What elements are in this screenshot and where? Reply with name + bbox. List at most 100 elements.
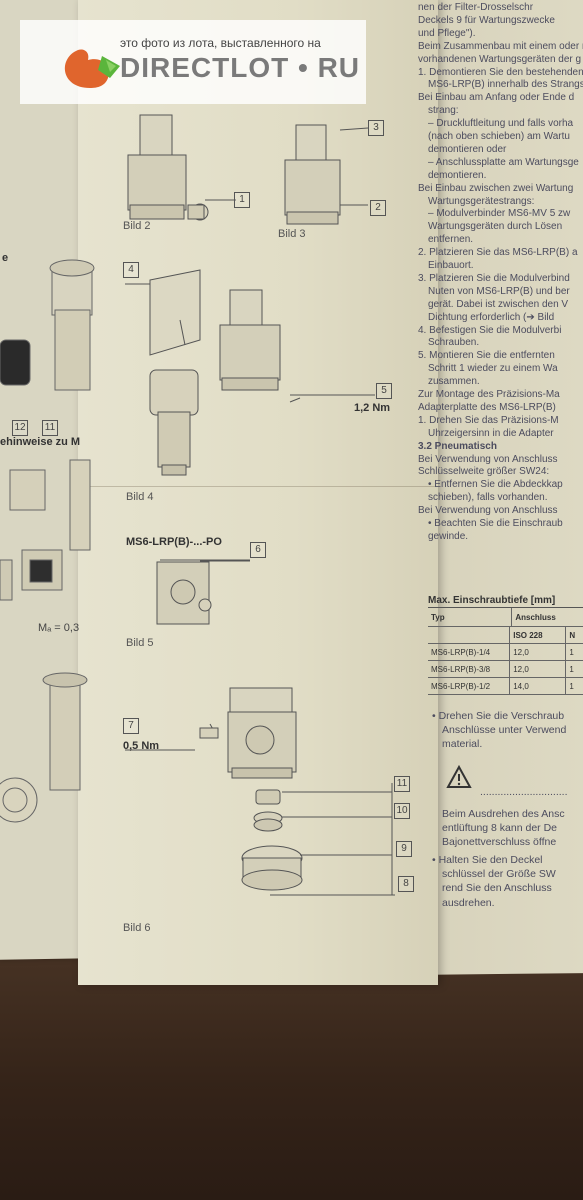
text-line: demontieren.: [428, 169, 487, 181]
callout-1: 1: [234, 192, 250, 208]
text-line: zusammen.: [428, 376, 480, 388]
text-line: Schrauben.: [428, 337, 480, 349]
text-line: 5. Montieren Sie die entfernten: [418, 350, 555, 362]
text-line: Wartungsgeräten durch Lösen: [428, 221, 563, 233]
table-cell-iso: 12,0: [510, 644, 567, 660]
callout-6: 6: [250, 542, 266, 558]
table-header-row: Typ Anschluss: [428, 608, 583, 627]
text-line: Uhrzeigersinn in die Adapter: [428, 427, 554, 439]
left-torque: Mₐ = 0,3: [38, 622, 80, 634]
paper-fold-line: [78, 486, 438, 487]
text-line: 3. Platzieren Sie die Modulverbind: [418, 272, 570, 284]
table-cell-n: 1: [569, 647, 574, 657]
table-title: Max. Einschraubtiefe [mm]: [428, 595, 583, 608]
callout-2: 2: [370, 200, 386, 216]
text-line: Deckels 9 für Wartungszwecke: [418, 14, 555, 26]
torque-label-1: 1,2 Nm: [354, 402, 391, 414]
callout-5: 5: [376, 383, 392, 399]
text-line: Dichtung erforderlich (➔ Bild: [428, 311, 555, 323]
text-line: entlüftung 8 kann der De: [442, 822, 557, 834]
text-line: • Drehen Sie die Verschraub: [432, 710, 565, 722]
table-cell-typ: MS6-LRP(B)-1/2: [428, 678, 511, 694]
table-subheader-row: ISO 228 N: [428, 627, 583, 644]
table-cell-typ: MS6-LRP(B)-1/4: [428, 644, 511, 660]
text-line: Bei Einbau am Anfang oder Ende d: [418, 92, 575, 104]
table-cell-n: 1: [569, 681, 574, 691]
text-line: 2. Platzieren Sie das MS6-LRP(B) a: [418, 247, 578, 259]
text-line: – Druckluftleitung und falls vorha: [428, 118, 574, 130]
callout-11: 11: [394, 776, 410, 792]
table-row: MS6-LRP(B)-3/8 12,0 1: [428, 661, 583, 678]
table-row: MS6-LRP(B)-1/2 14,0 1: [428, 678, 583, 695]
figure-caption-bild5: Bild 5: [126, 637, 154, 649]
text-line: • Entfernen Sie die Abdeckkap: [428, 479, 563, 491]
text-line: rend Sie den Anschluss: [442, 882, 552, 894]
text-line: Bei Verwendung von Anschluss: [418, 453, 558, 465]
callout-9: 9: [396, 841, 412, 857]
text-line: – Anschlussplatte am Wartungsge: [428, 156, 579, 168]
text-line: – Modulverbinder MS6-MV 5 zw: [428, 208, 571, 220]
text-line: Einbauort.: [428, 260, 474, 271]
text-line: ..............................: [480, 786, 568, 798]
warning-triangle-icon: [446, 764, 472, 788]
figure-caption-bild4: Bild 4: [126, 491, 154, 503]
text-line: 1. Demontieren Sie den bestehenden: [418, 66, 583, 78]
text-line: Bei Einbau zwischen zwei Wartung: [418, 182, 574, 194]
table-subheader-empty: [428, 627, 511, 643]
text-line: 4. Befestigen Sie die Modulverbi: [418, 324, 562, 336]
text-line: vorhandenen Wartungsgeräten der g: [418, 53, 582, 65]
table-header-typ: Typ: [428, 608, 513, 626]
watermark-subtitle: это фото из лота, выставленного на: [120, 36, 321, 50]
callout-8: 8: [398, 876, 414, 892]
text-line: • Beachten Sie die Einschraub: [428, 518, 563, 529]
text-line: schieben), falls vorhanden.: [428, 492, 548, 504]
text-line: MS6-LRP(B) innerhalb des Strangs: [428, 79, 583, 91]
text-line: material.: [442, 738, 483, 750]
text-line: gewinde.: [428, 530, 469, 542]
text-line: gerät. Dabei ist zwischen den V: [428, 298, 569, 310]
callout-11-left: 11: [42, 420, 58, 436]
callout-3: 3: [368, 120, 384, 136]
table-subheader-n: N: [569, 630, 576, 640]
text-line: Beim Ausdrehen des Ansc: [442, 808, 565, 820]
text-line: strang:: [428, 105, 459, 117]
figure-caption-bild6: Bild 6: [123, 922, 151, 934]
callout-4: 4: [123, 262, 139, 278]
text-line: Beim Zusammenbau mit einem oder m: [418, 40, 583, 52]
text-line: nen der Filter-Drosselschr: [418, 2, 534, 13]
text-line: Schlüsselweite größer SW24:: [418, 466, 550, 478]
text-line: schlüssel der Größe SW: [442, 868, 556, 880]
table-row: MS6-LRP(B)-1/4 12,0 1: [428, 644, 583, 661]
torque-label-2: 0,5 Nm: [123, 740, 160, 752]
squirrel-logo-icon: [64, 49, 120, 88]
watermark-brand: DIRECTLOT • RU: [120, 52, 361, 83]
text-line: 3.2 Pneumatisch: [418, 440, 497, 452]
callout-7: 7: [123, 718, 139, 734]
figure-caption-bild2: Bild 2: [123, 220, 151, 232]
text-line: 1. Drehen Sie das Präzisions-M: [418, 414, 559, 426]
text-line: Wartungsgerätestrangs:: [428, 195, 535, 207]
left-letter: e: [2, 252, 9, 264]
text-line: Anschlüsse unter Verwend: [442, 724, 567, 736]
callout-12: 12: [12, 420, 28, 436]
left-heading: ehinweise zu M: [0, 436, 81, 448]
text-line: Bajonettverschluss öffne: [442, 836, 557, 848]
text-line: demontieren oder: [428, 143, 507, 155]
table-cell-n: 1: [569, 664, 574, 674]
figure-caption-bild3: Bild 3: [278, 228, 306, 240]
text-line: entfernen.: [428, 234, 474, 246]
table-cell-iso: 12,0: [510, 661, 567, 677]
table-header-anschluss: Anschluss: [515, 612, 556, 622]
text-line: Bei Verwendung von Anschluss: [418, 505, 558, 517]
text-line: Adapterplatte des MS6-LRP(B): [418, 401, 556, 413]
text-line: • Halten Sie den Deckel: [432, 854, 543, 866]
text-line: Schritt 1 wieder zu einem Wa: [428, 363, 558, 375]
text-line: ausdrehen.: [442, 897, 495, 909]
text-line: und Pflege").: [418, 27, 476, 39]
figure-title-bild5: MS6-LRP(B)-...-PO: [126, 536, 222, 548]
text-line: (nach oben schieben) am Wartu: [428, 131, 570, 142]
callout-10: 10: [394, 803, 410, 819]
table-subheader-iso: ISO 228: [510, 627, 567, 643]
